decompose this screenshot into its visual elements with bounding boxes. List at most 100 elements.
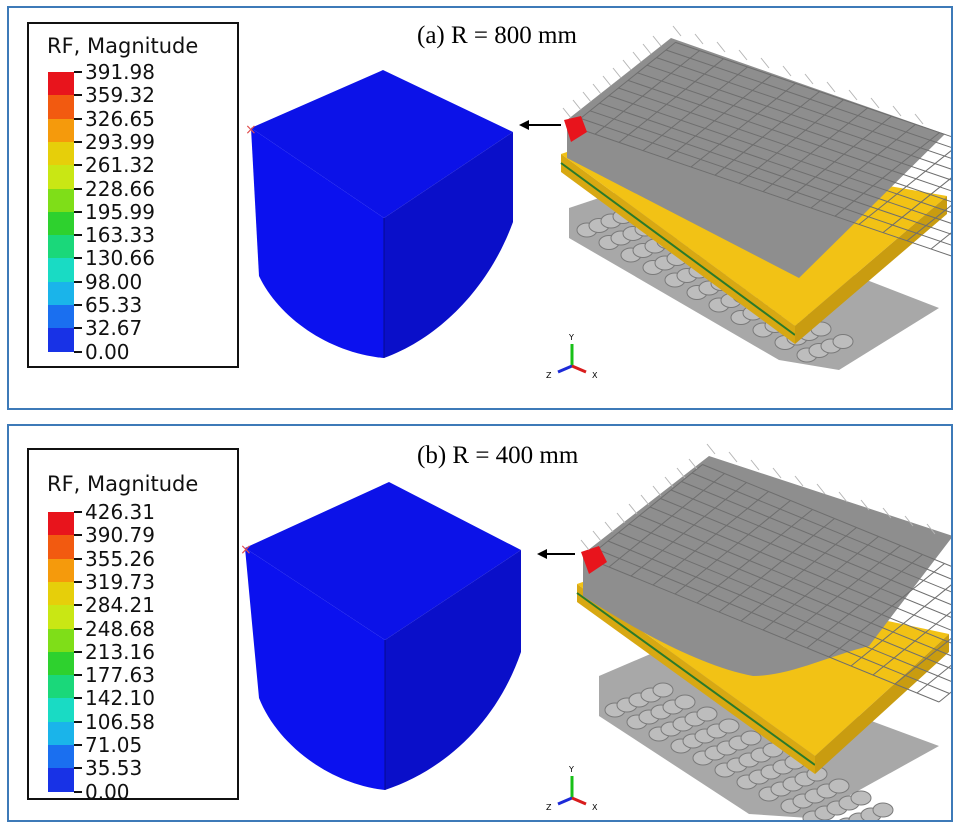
legend-value: 426.31 bbox=[85, 500, 155, 524]
axis-z-label: Z bbox=[546, 803, 552, 812]
legend-value: 319.73 bbox=[85, 569, 155, 594]
legend-swatch bbox=[48, 535, 74, 560]
axis-z-label: Z bbox=[546, 371, 552, 380]
boundary-pins bbox=[562, 25, 924, 125]
legend-tick bbox=[74, 164, 82, 167]
legend-value: 261.32 bbox=[85, 153, 155, 178]
legend-swatch bbox=[48, 118, 74, 143]
legend-tick bbox=[74, 767, 82, 770]
arrow-head bbox=[537, 549, 547, 559]
legend-swatch bbox=[48, 141, 74, 166]
upper-impactor bbox=[567, 38, 945, 278]
composite-plate-right bbox=[815, 634, 949, 774]
legend-swatch bbox=[48, 305, 74, 329]
legend-tick bbox=[74, 697, 82, 700]
legend-swatch bbox=[48, 258, 74, 283]
legend-title: RF, Magnitude bbox=[47, 472, 199, 496]
block-side-face bbox=[384, 132, 513, 358]
legend-swatch bbox=[48, 768, 74, 793]
legend-tick bbox=[74, 94, 82, 97]
contact-corner bbox=[581, 546, 607, 574]
legend-tick bbox=[74, 187, 82, 190]
legend-value: 32.67 bbox=[85, 316, 143, 341]
lower-impactor-texture bbox=[604, 682, 894, 820]
legend-swatch bbox=[48, 95, 74, 120]
contact-corner bbox=[564, 116, 587, 142]
scene-a: × Y Z X bbox=[245, 25, 951, 380]
legend-value: 0.00 bbox=[85, 339, 130, 364]
legend-tick bbox=[74, 234, 82, 237]
legend-value: 359.32 bbox=[85, 83, 155, 108]
legend-swatch bbox=[48, 512, 74, 536]
legend-value: 284.21 bbox=[85, 593, 155, 618]
legend-tick bbox=[74, 790, 82, 793]
block-front-face bbox=[251, 128, 384, 358]
legend-tick bbox=[74, 604, 82, 607]
legend-swatch bbox=[48, 281, 74, 306]
legend-value: 65.33 bbox=[85, 293, 143, 317]
legend-value: 293.99 bbox=[85, 129, 155, 154]
legend-swatch bbox=[48, 235, 74, 259]
legend-value: 130.66 bbox=[85, 246, 155, 271]
legend-tick bbox=[74, 327, 82, 330]
legend-swatch bbox=[48, 675, 74, 699]
legend-value: 0.00 bbox=[85, 779, 130, 804]
legend-swatch bbox=[48, 745, 74, 769]
legend-swatch bbox=[48, 72, 74, 96]
legend-swatch bbox=[48, 698, 74, 723]
block-top-face bbox=[251, 70, 513, 218]
legend-tick bbox=[74, 674, 82, 677]
upper-impactor bbox=[583, 456, 951, 676]
legend-tick bbox=[74, 350, 82, 353]
legend-tick bbox=[74, 720, 82, 723]
legend-value: 177.63 bbox=[85, 663, 155, 688]
legend-value: 71.05 bbox=[85, 733, 143, 757]
legend-swatch bbox=[48, 628, 74, 653]
reference-point-mark: × bbox=[240, 542, 252, 558]
legend-tick bbox=[74, 650, 82, 653]
legend-swatch bbox=[48, 651, 74, 676]
axis-triad: Y Z X bbox=[546, 765, 598, 812]
legend-swatch bbox=[48, 581, 74, 606]
block-side-face bbox=[385, 550, 521, 790]
legend-tick bbox=[74, 534, 82, 537]
legend-value: 390.79 bbox=[85, 523, 155, 548]
legend-swatch bbox=[48, 558, 74, 583]
legend-value: 213.16 bbox=[85, 639, 155, 664]
block-top-face bbox=[245, 482, 521, 640]
panel-caption: (a) R = 800 mm bbox=[417, 22, 577, 49]
legend-swatch bbox=[48, 165, 74, 189]
axis-x-label: X bbox=[592, 803, 598, 812]
legend-tick bbox=[74, 210, 82, 213]
legend-tick bbox=[74, 257, 82, 260]
axis-triad: Y Z X bbox=[546, 333, 598, 380]
legend-value: 228.66 bbox=[85, 176, 155, 201]
legend-tick bbox=[74, 744, 82, 746]
arrow-head bbox=[519, 120, 529, 130]
axis-x-label: X bbox=[592, 371, 598, 380]
composite-plate-right bbox=[795, 196, 947, 344]
legend-value: 195.99 bbox=[85, 199, 155, 224]
upper-impactor-texture bbox=[570, 41, 951, 257]
legend-swatch bbox=[48, 605, 74, 629]
legend-value: 163.33 bbox=[85, 223, 155, 248]
legend-value: 355.26 bbox=[85, 546, 155, 571]
legend-tick bbox=[74, 580, 82, 583]
reference-point-mark: × bbox=[245, 122, 257, 138]
legend-swatch bbox=[48, 188, 74, 213]
plate-layer-line bbox=[560, 162, 796, 336]
legend-tick bbox=[74, 511, 82, 513]
plate-layer-line bbox=[576, 592, 816, 766]
legend-value: 326.65 bbox=[85, 106, 155, 131]
boundary-pins bbox=[580, 443, 936, 551]
legend-tick bbox=[74, 557, 82, 560]
upper-impactor-texture bbox=[586, 464, 951, 703]
legend-swatch bbox=[48, 211, 74, 236]
legend-value: 98.00 bbox=[85, 269, 143, 294]
panel-caption: (b) R = 400 mm bbox=[417, 442, 579, 469]
legend-value: 391.98 bbox=[85, 60, 155, 84]
